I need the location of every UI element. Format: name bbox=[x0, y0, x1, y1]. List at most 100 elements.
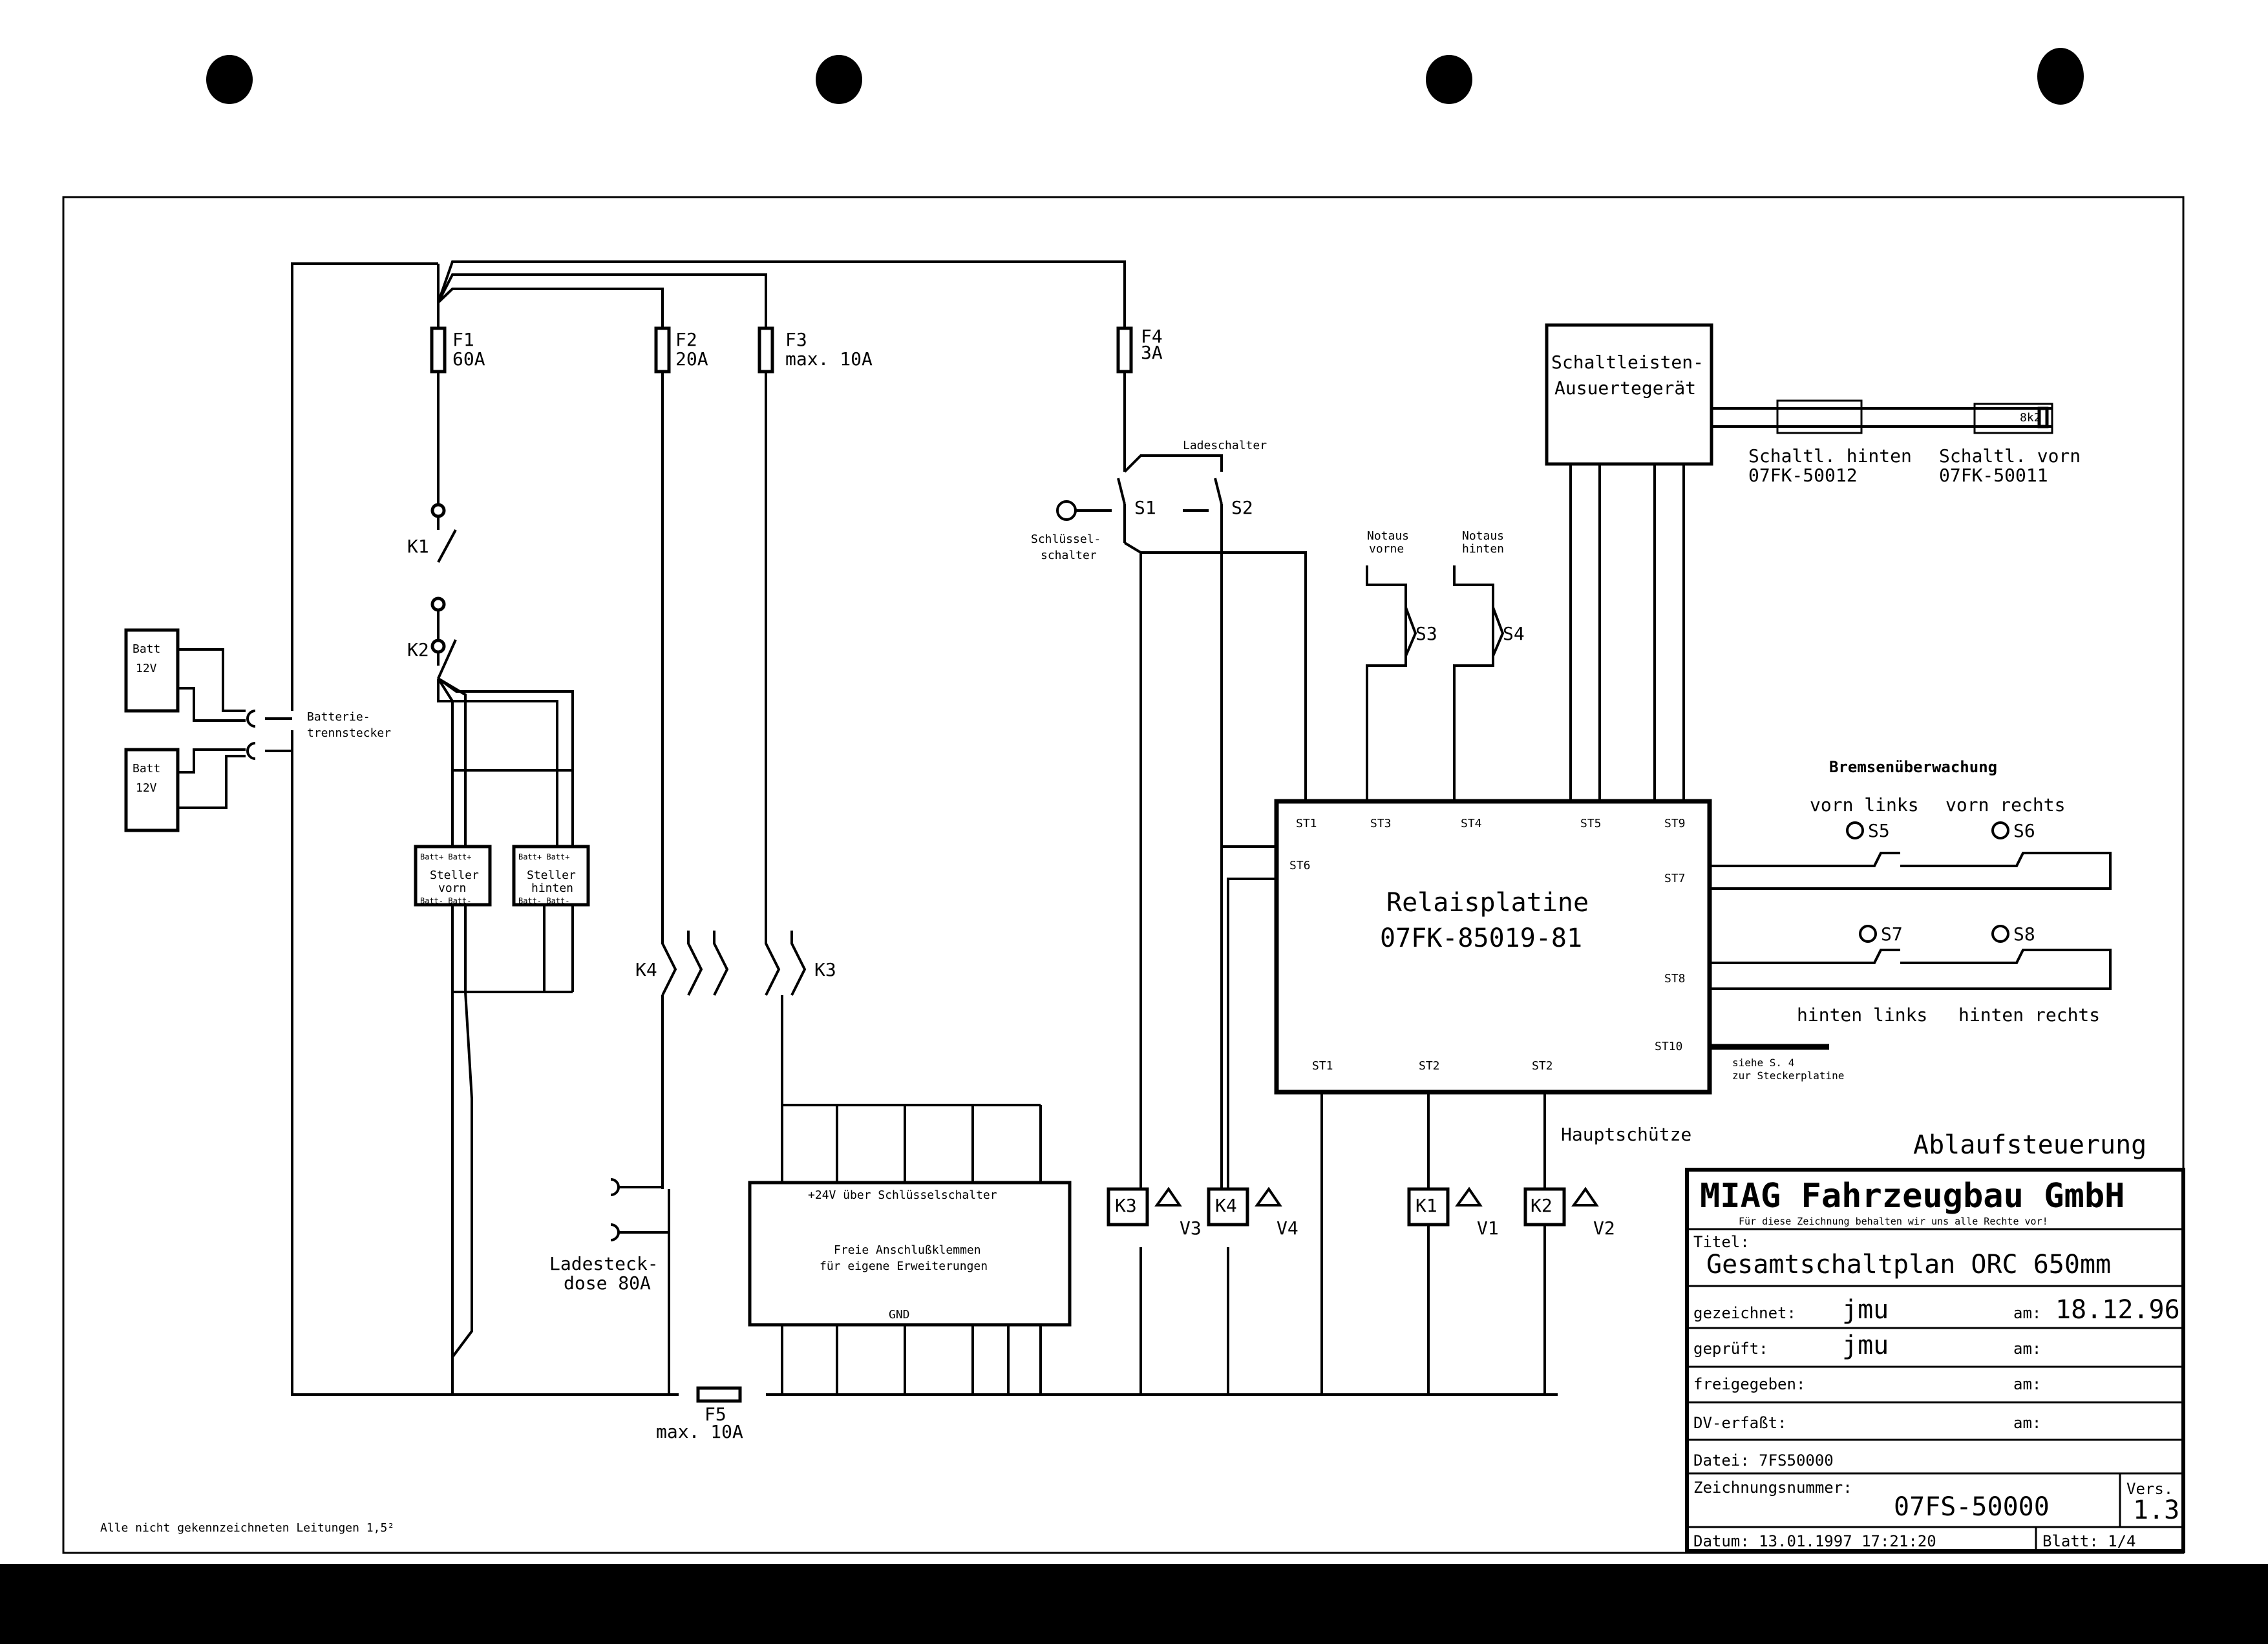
svg-text:siehe S. 4: siehe S. 4 bbox=[1732, 1057, 1794, 1069]
svg-text:Blatt: 1/4: Blatt: 1/4 bbox=[2042, 1532, 2136, 1550]
svg-text:hinten links: hinten links bbox=[1797, 1004, 1927, 1026]
svg-text:07FK-50011: 07FK-50011 bbox=[1939, 465, 2048, 486]
svg-text:ST9: ST9 bbox=[1664, 817, 1686, 830]
svg-text:K2: K2 bbox=[1531, 1195, 1553, 1216]
svg-text:Batt- Batt-: Batt- Batt- bbox=[420, 896, 471, 905]
fuse-f1: F1 60A bbox=[430, 326, 485, 374]
svg-text:1.3: 1.3 bbox=[2133, 1495, 2179, 1525]
relay-k3: K3 V3 bbox=[1107, 1186, 1202, 1239]
svg-text:+24V über Schlüsselschalter: +24V über Schlüsselschalter bbox=[808, 1188, 997, 1202]
svg-text:Schaltl. hinten: Schaltl. hinten bbox=[1748, 445, 1912, 467]
svg-text:Für diese Zeichnung behalten w: Für diese Zeichnung behalten wir uns all… bbox=[1739, 1216, 2048, 1227]
svg-text:Gesamtschaltplan ORC 650mm: Gesamtschaltplan ORC 650mm bbox=[1706, 1250, 2111, 1280]
svg-text:Batterie-: Batterie- bbox=[307, 710, 370, 724]
svg-text:07FK-85019-81: 07FK-85019-81 bbox=[1380, 923, 1582, 953]
svg-text:ST8: ST8 bbox=[1664, 972, 1686, 985]
svg-text:V1: V1 bbox=[1477, 1217, 1499, 1239]
svg-text:Ladeschalter: Ladeschalter bbox=[1183, 439, 1267, 452]
svg-text:8k2: 8k2 bbox=[2020, 411, 2041, 425]
svg-text:K1: K1 bbox=[407, 536, 429, 557]
key-switch-s1: S1 Schlüssel- schalter bbox=[1031, 478, 1156, 562]
scan-band bbox=[0, 1564, 2268, 1644]
svg-text:Titel:: Titel: bbox=[1693, 1233, 1750, 1251]
fuse-f4: F4 3A bbox=[1116, 326, 1163, 374]
svg-text:Schaltl. vorn: Schaltl. vorn bbox=[1939, 445, 2081, 467]
svg-text:60A: 60A bbox=[452, 348, 485, 370]
binder-holes bbox=[206, 48, 2084, 105]
power-wiring bbox=[291, 260, 1558, 1396]
svg-text:GND: GND bbox=[889, 1308, 910, 1322]
fuse-f2: F2 20A bbox=[654, 326, 708, 374]
svg-text:F2: F2 bbox=[675, 329, 697, 350]
brake-monitoring: Bremsenüberwachung vorn links vorn recht… bbox=[1710, 758, 2112, 1026]
svg-text:ST2: ST2 bbox=[1419, 1059, 1440, 1073]
controller-front: Batt+ Batt+ Steller vorn Batt- Batt- bbox=[414, 845, 492, 907]
svg-text:vorn: vorn bbox=[438, 881, 466, 895]
svg-text:Ausuertegerät: Ausuertegerät bbox=[1554, 377, 1696, 399]
svg-text:jmu: jmu bbox=[1842, 1331, 1889, 1360]
svg-text:schalter: schalter bbox=[1041, 549, 1097, 562]
svg-text:ST7: ST7 bbox=[1664, 872, 1686, 885]
svg-text:Schlüssel-: Schlüssel- bbox=[1031, 532, 1101, 546]
svg-text:Datei: 7FS50000: Datei: 7FS50000 bbox=[1693, 1451, 1834, 1470]
svg-text:dose 80A: dose 80A bbox=[564, 1272, 651, 1294]
svg-text:Batt- Batt-: Batt- Batt- bbox=[518, 896, 569, 905]
svg-text:S5: S5 bbox=[1868, 820, 1890, 841]
svg-text:Ladesteck-: Ladesteck- bbox=[549, 1253, 659, 1274]
contactor-k1: K1 bbox=[407, 503, 457, 612]
svg-text:S8: S8 bbox=[2013, 923, 2035, 945]
svg-text:vorn links: vorn links bbox=[1810, 794, 1919, 816]
svg-text:K2: K2 bbox=[407, 639, 429, 660]
svg-text:freigegeben:: freigegeben: bbox=[1693, 1375, 1805, 1393]
drawing-frame bbox=[62, 196, 2185, 1554]
svg-text:S6: S6 bbox=[2013, 820, 2035, 841]
svg-text:K4: K4 bbox=[1215, 1195, 1237, 1216]
relay-k1: K1 V1 bbox=[1407, 1186, 1499, 1395]
svg-text:Notaus: Notaus bbox=[1462, 529, 1504, 543]
svg-text:am:: am: bbox=[2013, 1340, 2041, 1358]
svg-text:für eigene Erweiterungen: für eigene Erweiterungen bbox=[820, 1259, 988, 1273]
svg-text:Schaltleisten-: Schaltleisten- bbox=[1551, 352, 1704, 373]
title-block: MIAG Fahrzeugbau GmbH Für diese Zeichnun… bbox=[1685, 1168, 2185, 1553]
svg-text:K3: K3 bbox=[1115, 1195, 1137, 1216]
svg-text:07FS-50000: 07FS-50000 bbox=[1894, 1492, 2050, 1522]
svg-text:DV-erfaßt:: DV-erfaßt: bbox=[1693, 1414, 1787, 1432]
svg-text:ST10: ST10 bbox=[1655, 1040, 1682, 1053]
fuse-f3: F3 max. 10A bbox=[758, 326, 873, 374]
svg-text:ST5: ST5 bbox=[1580, 817, 1602, 830]
svg-text:F4: F4 bbox=[1141, 326, 1163, 347]
svg-text:S2: S2 bbox=[1231, 497, 1253, 518]
svg-text:hinten: hinten bbox=[531, 881, 573, 895]
relay-k4: K4 V4 bbox=[1207, 1186, 1298, 1239]
svg-text:ST1: ST1 bbox=[1296, 817, 1317, 830]
svg-text:Datum: 13.01.1997 17:21:20: Datum: 13.01.1997 17:21:20 bbox=[1693, 1532, 1936, 1550]
svg-text:Batt: Batt bbox=[132, 762, 160, 775]
svg-text:Freie Anschlußklemmen: Freie Anschlußklemmen bbox=[834, 1243, 981, 1257]
svg-text:K1: K1 bbox=[1415, 1195, 1437, 1216]
battery-disconnect-plug: Batterie- trennstecker bbox=[246, 710, 391, 760]
contactor-k2: K2 bbox=[407, 638, 457, 679]
svg-text:18.12.96: 18.12.96 bbox=[2055, 1295, 2180, 1325]
svg-text:trennstecker: trennstecker bbox=[307, 726, 391, 740]
svg-text:V4: V4 bbox=[1277, 1217, 1298, 1239]
svg-text:jmu: jmu bbox=[1842, 1295, 1889, 1325]
svg-text:K4: K4 bbox=[635, 959, 657, 980]
svg-text:Bremsenüberwachung: Bremsenüberwachung bbox=[1829, 758, 1997, 776]
svg-text:S4: S4 bbox=[1503, 623, 1525, 644]
svg-text:MIAG Fahrzeugbau GmbH: MIAG Fahrzeugbau GmbH bbox=[1700, 1177, 2125, 1216]
svg-text:am:: am: bbox=[2013, 1375, 2041, 1393]
section-title: Ablaufsteuerung bbox=[1913, 1130, 2146, 1160]
estop-s4: S4 Notaus hinten bbox=[1453, 529, 1525, 801]
svg-text:Vers.: Vers. bbox=[2126, 1480, 2173, 1498]
charge-switch-s2: S2 Ladeschalter bbox=[1183, 439, 1267, 536]
svg-text:ST3: ST3 bbox=[1370, 817, 1392, 830]
svg-text:Batt+ Batt+: Batt+ Batt+ bbox=[420, 852, 471, 861]
svg-text:Hauptschütze: Hauptschütze bbox=[1561, 1124, 1691, 1145]
svg-text:V2: V2 bbox=[1593, 1217, 1615, 1239]
contactor-k4-contacts: K4 bbox=[635, 931, 729, 1008]
charge-socket: Ladesteck- dose 80A bbox=[549, 1178, 669, 1294]
terminal-box: +24V über Schlüsselschalter Freie Anschl… bbox=[748, 1104, 1072, 1395]
svg-text:20A: 20A bbox=[675, 348, 708, 370]
svg-text:ST2: ST2 bbox=[1532, 1059, 1553, 1073]
svg-text:Steller: Steller bbox=[430, 869, 479, 882]
